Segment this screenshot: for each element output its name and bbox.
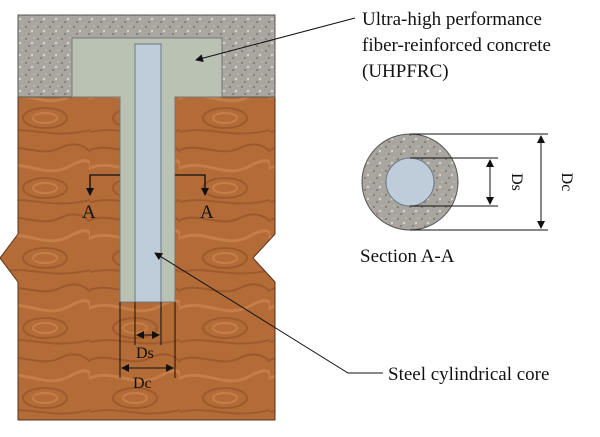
ds-label-main: Ds xyxy=(136,345,154,362)
ds-label-section: Ds xyxy=(508,173,525,191)
section-mark-right: A xyxy=(200,202,214,223)
uhpfrc-label-line2: fiber-reinforced concrete xyxy=(362,35,551,56)
steel-core xyxy=(134,43,162,303)
section-inner-circle xyxy=(385,157,435,207)
dc-label-main: Dc xyxy=(133,375,152,392)
dimension-lines-main xyxy=(119,302,176,378)
section-dimension-lines xyxy=(410,133,548,231)
steel-core-label: Steel cylindrical core xyxy=(388,364,549,385)
section-title: Section A-A xyxy=(360,246,455,267)
section-cut-marker xyxy=(86,174,209,196)
uhpfrc-label-line1: Ultra-high performance xyxy=(362,9,542,30)
section-mark-left: A xyxy=(82,202,96,223)
leader-lines xyxy=(154,17,383,374)
uhpfrc-label-line3: (UHPFRC) xyxy=(362,61,449,82)
dc-label-section: Dc xyxy=(558,173,575,192)
